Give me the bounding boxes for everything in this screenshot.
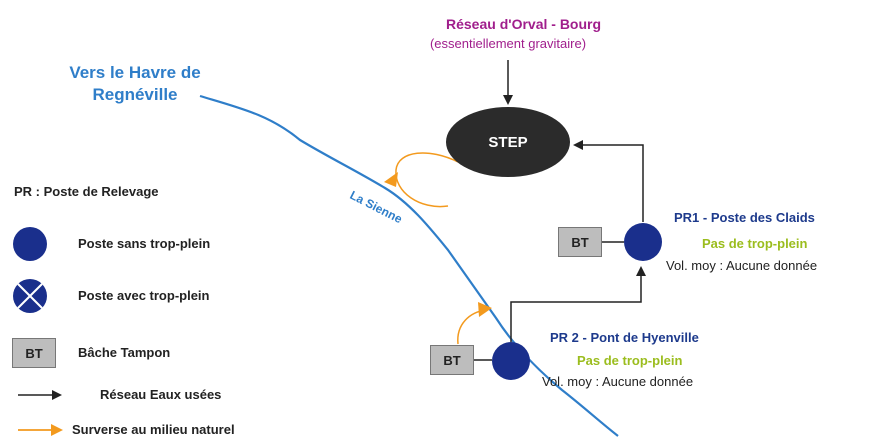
- pr1-bt-label: BT: [571, 234, 589, 250]
- step-label: STEP: [488, 133, 528, 151]
- pr2-overflow-arrowhead: [478, 302, 492, 317]
- legend-item-label: Bâche Tampon: [78, 345, 171, 360]
- step-node: STEP: [446, 107, 570, 177]
- legend-item-label: Surverse au milieu naturel: [72, 422, 235, 437]
- river-line: [199, 94, 619, 437]
- legend-title: PR : Poste de Relevage: [14, 184, 159, 199]
- legend-item-label: Poste sans trop-plein: [78, 236, 211, 251]
- destination-label: Vers le Havre de Regnéville: [69, 63, 201, 104]
- pr1-node: [624, 223, 662, 261]
- step-overflow-arrowhead: [384, 172, 398, 187]
- pr1-title: PR1 - Poste des Claids: [674, 210, 815, 225]
- pr1-to-step-arrow: [573, 140, 644, 222]
- source-title: Réseau d'Orval - Bourg: [446, 16, 602, 32]
- pr1-bt-box: BT: [558, 227, 602, 257]
- legend-filled-circle-icon: [13, 227, 47, 261]
- pr2-title: PR 2 - Pont de Hyenville: [550, 330, 699, 345]
- pr2-bt-label: BT: [443, 352, 461, 368]
- legend-item-label: Poste avec trop-plein: [78, 288, 210, 303]
- pr1-volume: Vol. moy : Aucune donnée: [666, 258, 818, 273]
- legend-bt-box-icon: BT: [12, 338, 56, 368]
- pr2-bt-box: BT: [430, 345, 474, 375]
- pr2-volume: Vol. moy : Aucune donnée: [542, 374, 694, 389]
- pr2-node: [492, 342, 530, 380]
- pr1-status: Pas de trop-plein: [702, 236, 808, 251]
- legend-cross-line-b: [17, 283, 43, 309]
- pr2-overflow-arrow: [457, 309, 487, 345]
- legend-item-label: Réseau Eaux usées: [100, 387, 222, 402]
- step-overflow-arrow: [395, 152, 459, 208]
- pr2-status: Pas de trop-plein: [577, 353, 683, 368]
- source-subtitle: (essentiellement gravitaire): [429, 36, 587, 51]
- legend-bt-label: BT: [25, 345, 43, 361]
- pr2-to-pr1-arrow: [510, 266, 646, 342]
